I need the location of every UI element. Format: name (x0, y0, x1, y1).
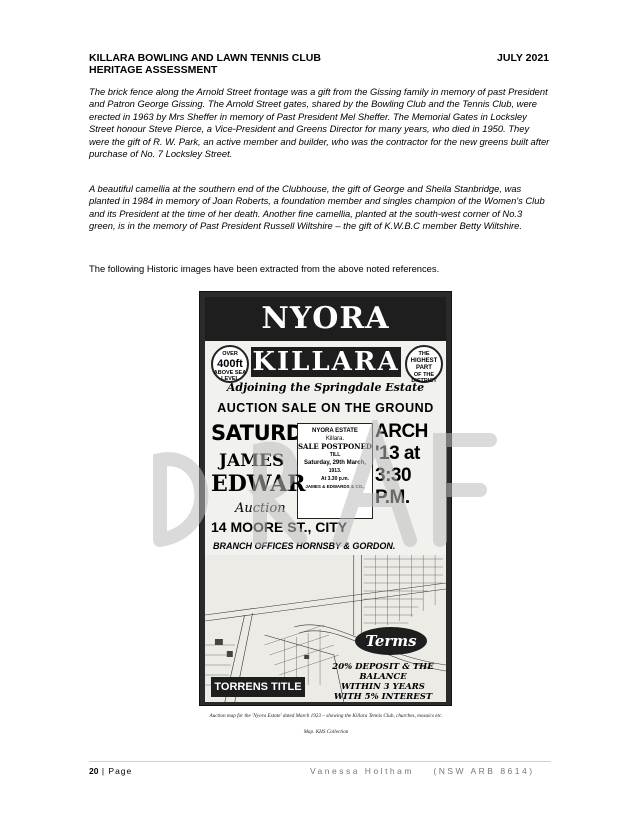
badge-left-top: OVER (222, 351, 238, 357)
poster-auctioneers: Auction (235, 501, 286, 516)
footer-page: 20 | Page (89, 766, 133, 776)
paragraph-camellias: A beautiful camellia at the southern end… (89, 183, 545, 232)
header-date: JULY 2021 (497, 52, 549, 64)
poster-deposit-terms: 20% DEPOSIT & THE BALANCE WITHIN 3 YEARS… (313, 662, 451, 702)
badge-left-bottom: ABOVE SEA LEVEL (213, 369, 247, 383)
poster-terms: Terms (355, 627, 427, 655)
page-number: 20 (89, 766, 99, 776)
nyora-estate-poster-image: NYORA ESTATE OVER 400ft ABOVE SEA LEVEL … (199, 291, 452, 706)
poster-saturday: SATURD/ (211, 421, 310, 445)
document-header: KILLARA BOWLING AND LAWN TENNIS CLUB HER… (89, 52, 549, 76)
figure-caption: Auction map for the 'Nyora Estate' dated… (209, 713, 443, 719)
poster-auction-sale: AUCTION SALE ON THE GROUND (217, 401, 434, 415)
sale-postponed-notice: NYORA ESTATE Killara. SALE POSTPONED TIL… (297, 423, 373, 519)
poster-highest-part-badge: THE HIGHEST PART OF THE DISTRICT (405, 345, 443, 385)
poster-title: NYORA ESTATE (205, 297, 446, 380)
poster-adjoining: Adjoining the Springdale Estate (226, 381, 425, 394)
poster-torrens-title: TORRENS TITLE (211, 677, 305, 697)
notice-estate: NYORA ESTATE (312, 428, 358, 434)
figure-source: Map. KHS Collection (303, 729, 349, 735)
paragraph-historic-images: The following Historic images have been … (89, 263, 440, 274)
notice-year: 1913. (328, 468, 342, 474)
poster-edwards: EDWAR (211, 471, 306, 497)
paragraph-fence-gates: The brick fence along the Arnold Street … (89, 86, 550, 160)
deposit-line2: WITHIN 3 YEARS (341, 682, 425, 692)
poster-march: ARCH '13 at 3:30 P.M. (375, 421, 428, 508)
badge-right-big: HIGHEST PART (410, 357, 438, 371)
deposit-line1: 20% DEPOSIT & THE BALANCE (332, 662, 434, 682)
author-registration: (NSW ARB 8614) (433, 766, 535, 776)
badge-left-big: 400ft (217, 357, 243, 370)
poster-elevation-badge: OVER 400ft ABOVE SEA LEVEL (211, 345, 249, 383)
footer-divider (89, 761, 551, 762)
deposit-line3: WITH 5% INTEREST (333, 692, 433, 702)
notice-till: TILL (329, 452, 341, 458)
notice-date: Saturday, 29th March, (304, 460, 366, 466)
poster-body: NYORA ESTATE OVER 400ft ABOVE SEA LEVEL … (205, 297, 446, 702)
notice-time: At 3.30 p.m. (320, 476, 350, 482)
header-title-line1: KILLARA BOWLING AND LAWN TENNIS CLUB (89, 52, 321, 64)
poster-killara: KILLARA (251, 347, 401, 377)
notice-agent: JAMES & EDWARDS & CO., (305, 484, 365, 489)
footer-author: Vanessa Holtham (NSW ARB 8614) (310, 766, 535, 776)
poster-james: JAMES (219, 451, 285, 471)
badge-right-bottom: OF THE DISTRICT (411, 371, 437, 385)
poster-moore-st: 14 MOORE ST., CITY (211, 519, 348, 535)
page-label: Page (108, 766, 133, 776)
author-name: Vanessa Holtham (310, 766, 414, 776)
poster-branch-offices: BRANCH OFFICES HORNSBY & GORDON. (213, 541, 396, 551)
notice-postponed: SALE POSTPONED (298, 442, 372, 451)
header-title-line2: HERITAGE ASSESSMENT (89, 64, 218, 76)
badge-right-top: THE (418, 351, 430, 357)
